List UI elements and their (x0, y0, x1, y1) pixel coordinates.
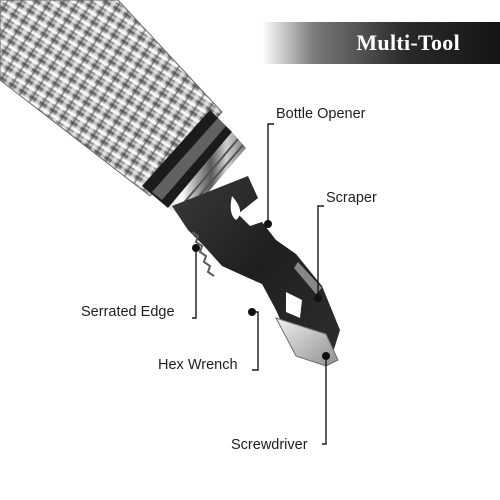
tool-blade (172, 176, 340, 367)
callout-dots (192, 220, 330, 360)
title-banner: Multi-Tool (262, 22, 500, 64)
dot-bottle-opener (264, 220, 272, 228)
dot-scraper (314, 294, 322, 302)
label-serrated-edge: Serrated Edge (81, 304, 175, 320)
banner-title: Multi-Tool (356, 30, 460, 55)
dot-hex-wrench (248, 308, 256, 316)
label-bottle-opener: Bottle Opener (276, 106, 366, 122)
dot-screwdriver (322, 352, 330, 360)
label-screwdriver: Screwdriver (231, 437, 308, 453)
dot-serrated-edge (192, 244, 200, 252)
callout-leaders (192, 123, 327, 445)
handle-tube (0, 0, 246, 218)
label-hex-wrench: Hex Wrench (158, 357, 238, 373)
label-scraper: Scraper (326, 190, 377, 206)
